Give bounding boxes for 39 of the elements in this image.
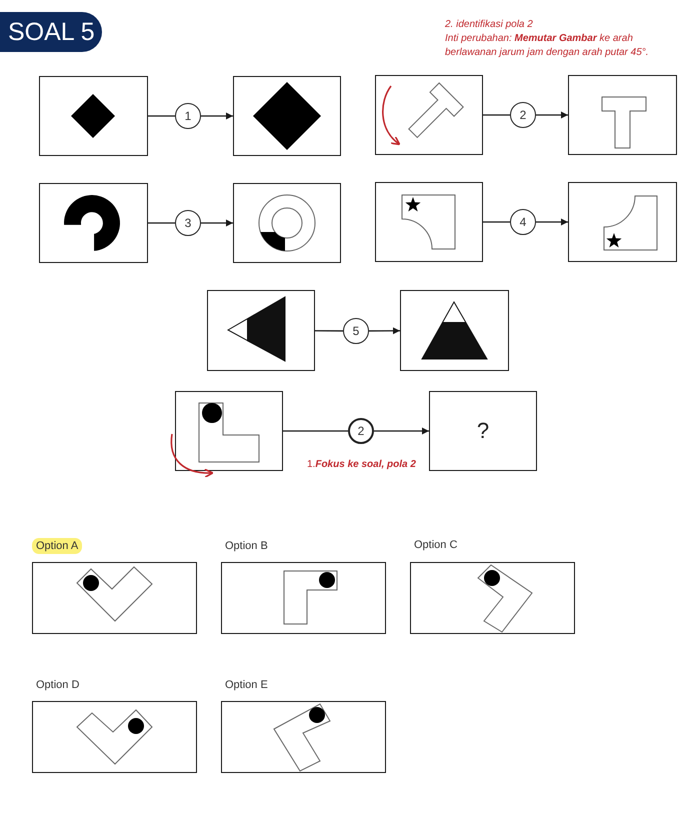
title-banner: SOAL 5	[0, 12, 102, 52]
picture-frame	[568, 182, 677, 262]
connector-line	[148, 115, 175, 117]
picture-frame	[233, 76, 341, 156]
step-number-circle: 2	[348, 418, 374, 444]
picture-frame	[175, 391, 283, 471]
option-label: Option D	[35, 678, 80, 693]
step-number-circle: 2	[510, 102, 536, 128]
picture-frame	[568, 75, 677, 155]
annotation-text: 1.Fokus ke soal, pola 2	[307, 458, 416, 472]
arrow	[201, 220, 233, 226]
annotation-text: 2. identifikasi pola 2	[445, 18, 533, 32]
option-label: Option E	[224, 678, 269, 693]
picture-frame	[375, 182, 483, 262]
arrow	[536, 112, 568, 118]
connector-line	[315, 330, 343, 332]
picture-frame	[400, 290, 509, 371]
connector-line	[148, 222, 175, 224]
step-number-circle: 3	[175, 210, 201, 236]
step-number-circle: 1	[175, 103, 201, 129]
option-label: Option B	[224, 539, 269, 554]
picture-frame	[39, 183, 148, 263]
connector-line	[483, 221, 510, 223]
picture-frame	[375, 75, 483, 155]
arrow	[201, 112, 233, 120]
connector-line	[483, 114, 510, 116]
connector-line	[283, 430, 348, 432]
option-label: Option A	[32, 538, 82, 554]
picture-frame	[207, 290, 315, 371]
arrow	[369, 327, 400, 334]
picture-frame	[233, 183, 341, 263]
question-box: ?	[429, 391, 537, 471]
step-number-circle: 4	[510, 209, 536, 235]
picture-frame	[39, 76, 148, 156]
arrow	[374, 428, 429, 434]
option-label: Option C	[413, 538, 458, 553]
step-number-circle: 5	[343, 318, 369, 344]
annotation-text: Inti perubahan: Memutar Gambar ke arah berlawanan jarum jam dengan arah putar 45°.	[445, 32, 650, 60]
arrow	[536, 218, 568, 226]
